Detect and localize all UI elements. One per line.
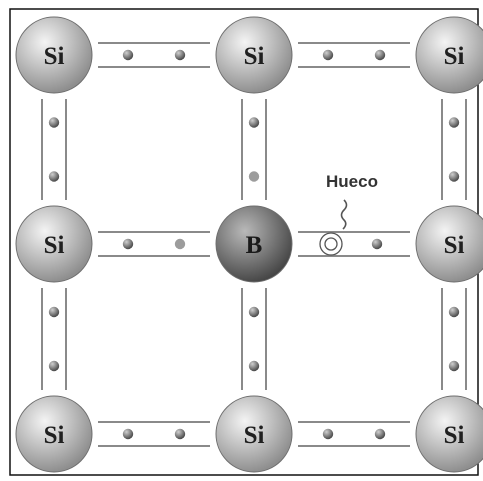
- electron: [49, 171, 59, 181]
- electron: [372, 239, 382, 249]
- electron: [175, 239, 185, 249]
- silicon-atom: Si: [216, 396, 292, 472]
- electron: [375, 429, 385, 439]
- hole-label: Hueco: [326, 172, 378, 191]
- electron: [449, 171, 459, 181]
- electron: [323, 429, 333, 439]
- electron: [123, 429, 133, 439]
- electron: [449, 361, 459, 371]
- atom-symbol: Si: [444, 43, 465, 70]
- electron: [49, 361, 59, 371]
- silicon-atom: Si: [216, 17, 292, 93]
- electron: [123, 239, 133, 249]
- atom-symbol: Si: [244, 422, 265, 449]
- atom-symbol: B: [246, 232, 263, 259]
- electron: [449, 117, 459, 127]
- electron: [249, 307, 259, 317]
- atom-symbol: Si: [44, 43, 65, 70]
- boron-atom: B: [216, 206, 292, 282]
- silicon-atom: Si: [16, 17, 92, 93]
- electron: [249, 171, 259, 181]
- electron: [175, 50, 185, 60]
- atom-symbol: Si: [244, 43, 265, 70]
- electron: [449, 307, 459, 317]
- electron: [123, 50, 133, 60]
- silicon-atom: Si: [16, 206, 92, 282]
- electron: [49, 307, 59, 317]
- electron: [249, 117, 259, 127]
- electron: [49, 117, 59, 127]
- electron: [323, 50, 333, 60]
- atom-symbol: Si: [44, 422, 65, 449]
- electron: [249, 361, 259, 371]
- silicon-atom: Si: [16, 396, 92, 472]
- electron: [375, 50, 385, 60]
- atom-symbol: Si: [44, 232, 65, 259]
- atom-symbol: Si: [444, 422, 465, 449]
- electron: [175, 429, 185, 439]
- atom-symbol: Si: [444, 232, 465, 259]
